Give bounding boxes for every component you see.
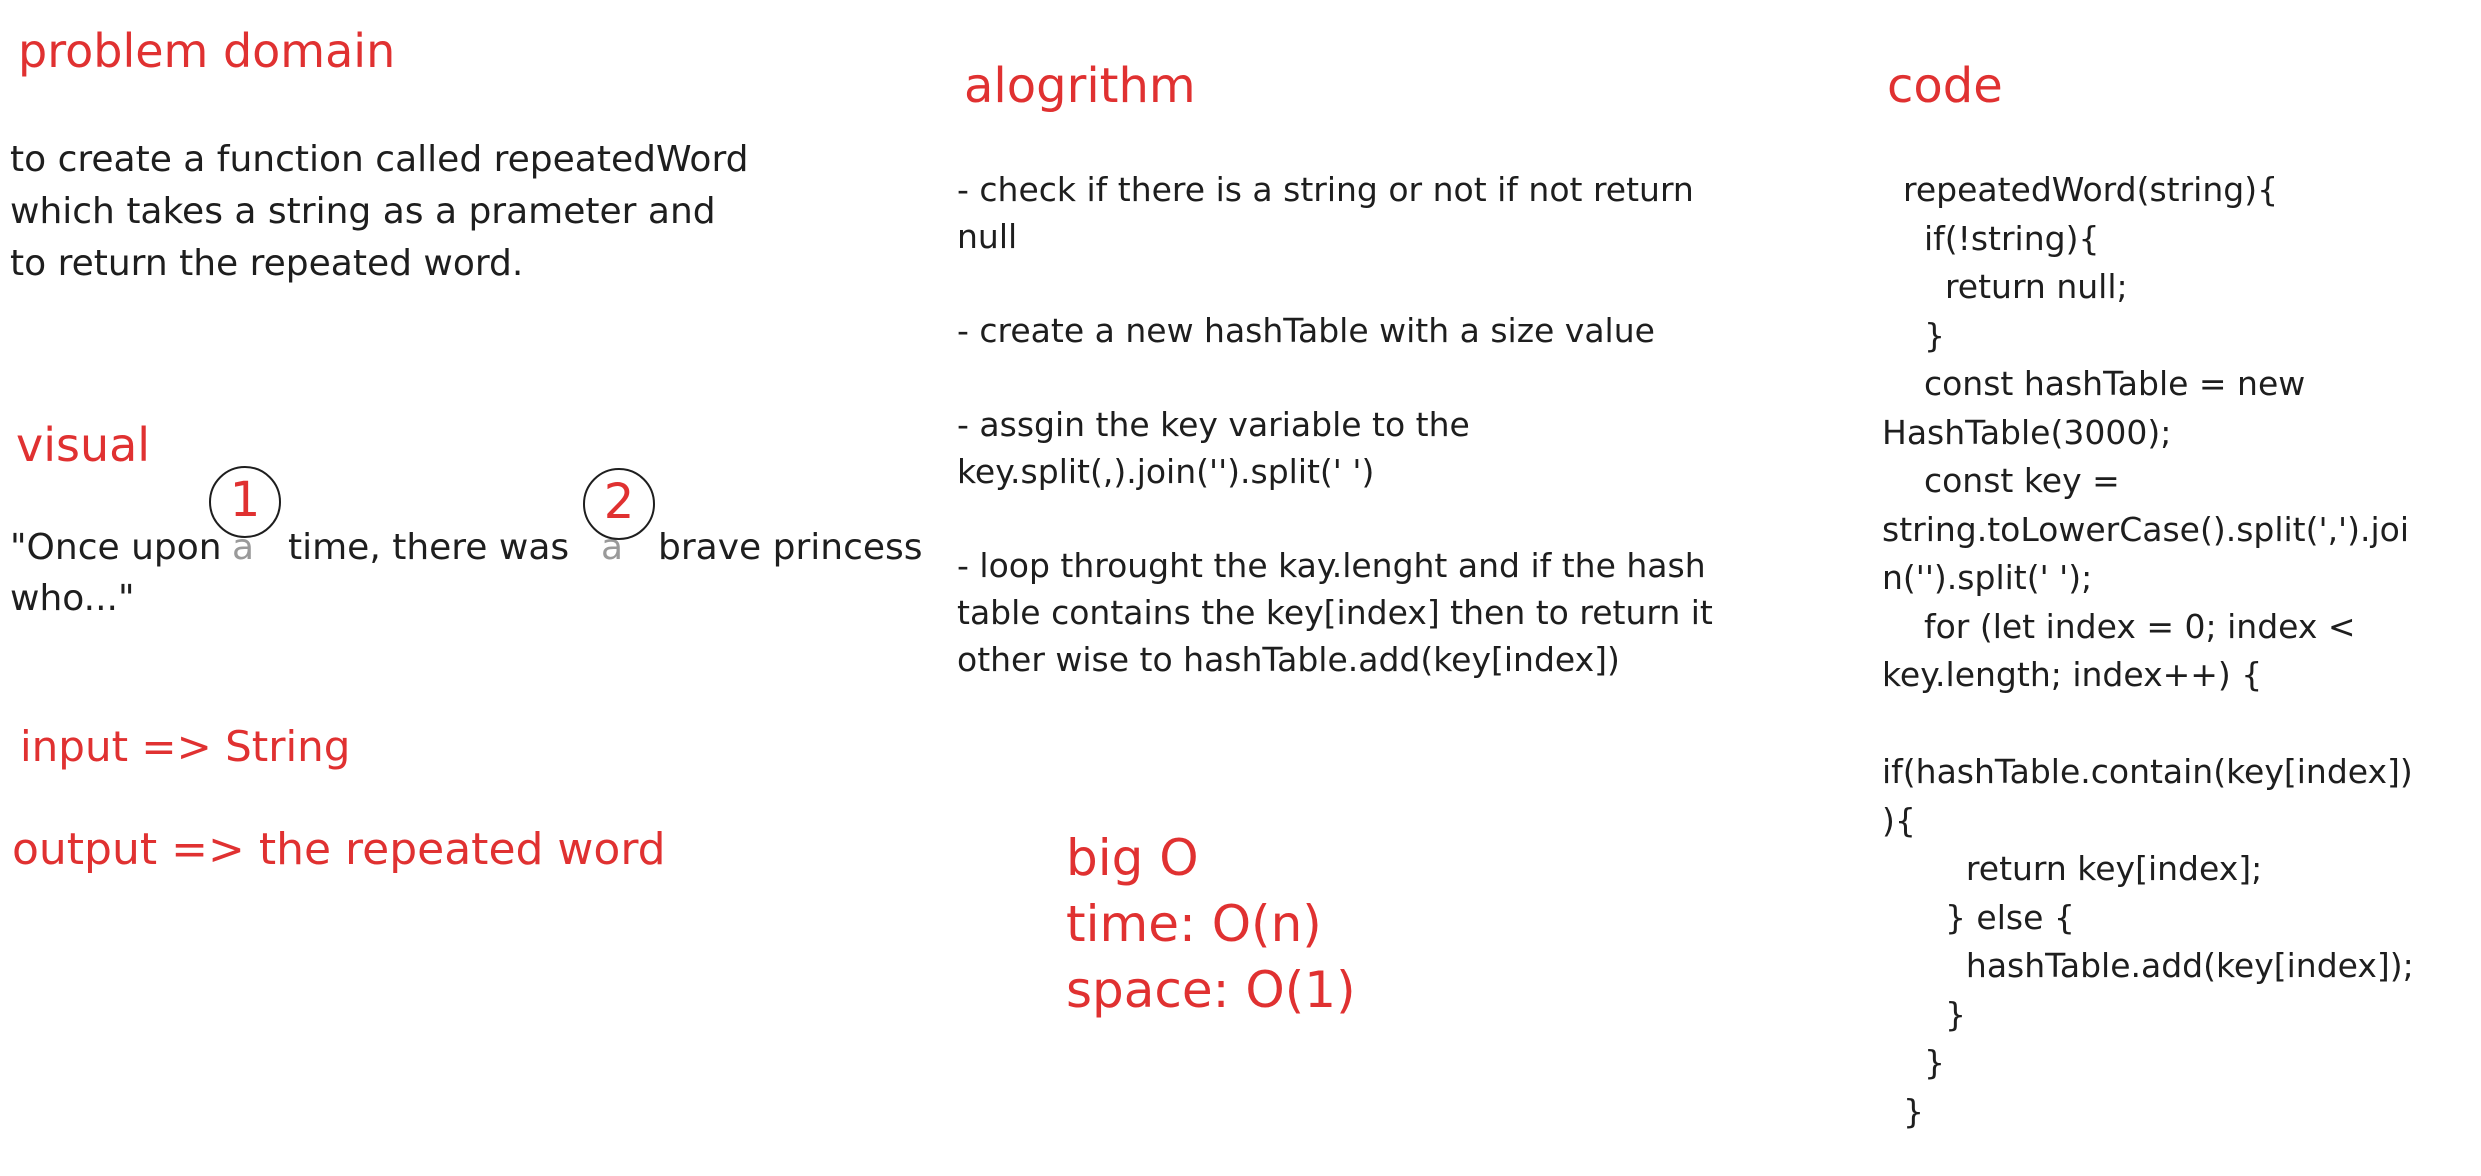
algorithm-line: null [957,217,1018,256]
algorithm-line: other wise to hashTable.add(key[index]) [957,640,1620,679]
problem-domain-heading: problem domain [18,24,396,78]
code-line: } [1882,315,1945,355]
algorithm-line: key.split(,).join('').split(' ') [957,452,1375,491]
code-line: } [1882,994,1966,1034]
marker-number-2: 2 [603,474,635,530]
marker-circle-1 [209,466,281,538]
big-o-space: space: O(1) [1066,961,1356,1019]
big-o-block: big O time: O(n) space: O(1) [1066,825,1356,1023]
visual-story: "Once upon a time, there was a brave pri… [0,0,950,640]
algorithm-line: - assgin the key variable to the [957,405,1470,444]
code-line: return null; [1882,267,2128,306]
algorithm-line [957,260,1713,307]
visual-heading: visual [16,418,151,472]
code-block: repeatedWord(string){ if(!string){ retur… [1882,166,2414,1136]
code-line: return key[index]; [1882,849,2263,888]
marker-circle-2 [583,468,655,540]
code-line: } [1882,1091,1924,1131]
code-line: const hashTable = new [1882,364,2306,403]
input-description: input => String [20,722,351,771]
code-line: for (let index = 0; index < [1882,606,2356,646]
problem-domain-line: to create a function called repeatedWord [10,139,749,180]
algorithm-heading: alogrithm [964,58,1196,114]
story-part-1: "Once upon [10,527,222,568]
code-line: string.toLowerCase().split(',').joi [1882,509,2410,549]
algorithm-line: table contains the key[index] then to re… [957,593,1713,632]
algorithm-line [957,495,1713,542]
code-line: } else { [1882,897,2075,937]
code-line: if(!string){ [1882,218,2100,258]
story-part-2: time, there was [288,527,570,568]
marker-number-1: 1 [229,472,261,528]
problem-domain-text: to create a function called repeatedWord… [10,134,748,290]
code-line: repeatedWord(string){ [1882,170,2279,209]
big-o-title: big O [1066,829,1199,887]
algorithm-line: - loop throught the kay.lenght and if th… [957,546,1706,585]
algorithm-line: - create a new hashTable with a size val… [957,311,1655,350]
code-line: key.length; index++) { [1882,655,2263,694]
code-line: hashTable.add(key[index]); [1882,946,2414,985]
story-part-3: brave princess [658,527,923,568]
output-description: output => the repeated word [12,824,666,875]
code-line: ){ [1882,800,1916,840]
big-o-time: time: O(n) [1066,895,1322,953]
problem-domain-line: which takes a string as a prameter and [10,191,716,232]
algorithm-steps: - check if there is a string or not if n… [957,166,1713,683]
algorithm-line: - check if there is a string or not if n… [957,170,1694,209]
code-line: HashTable(3000); [1882,412,2172,452]
code-line [1882,700,2414,749]
algorithm-line [957,354,1713,401]
problem-domain-line: to return the repeated word. [10,243,524,284]
code-line: if(hashTable.contain(key[index]) [1882,752,2413,791]
story-part-4: who..." [10,578,135,619]
code-line: } [1882,1043,1945,1082]
code-line: const key = [1882,461,2120,500]
code-heading: code [1887,58,2003,114]
code-line: n('').split(' '); [1882,558,2093,597]
